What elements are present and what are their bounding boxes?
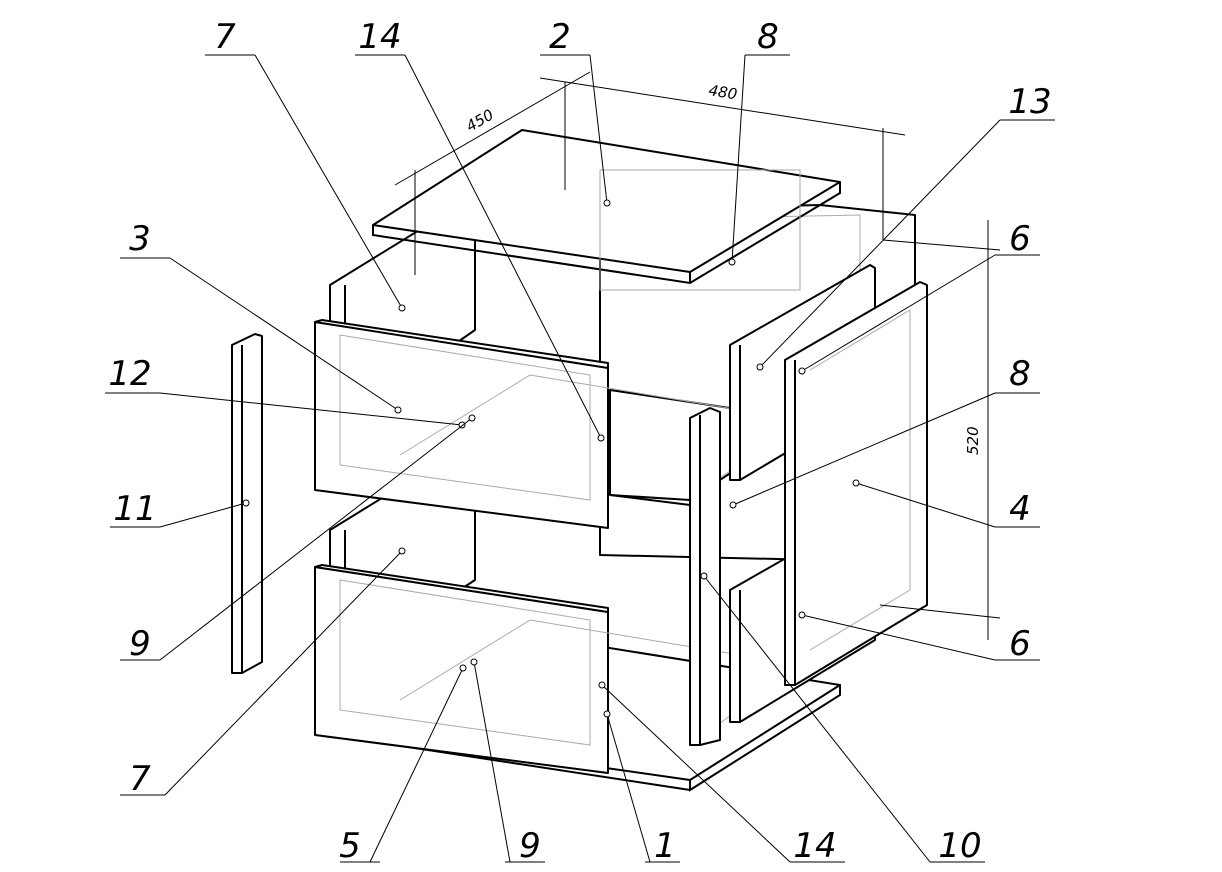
callout-point [756, 363, 764, 371]
callout-point [470, 658, 478, 666]
callout-13: 13 [756, 82, 1055, 371]
callout-label: 13 [1008, 82, 1051, 122]
callout-label: 14 [358, 17, 401, 57]
callout-label: 10 [938, 826, 981, 866]
callout-leader [801, 614, 996, 661]
callout-leader [855, 482, 996, 528]
callout-point [398, 547, 406, 555]
callout-label: 6 [1009, 624, 1031, 664]
callout-leader [159, 392, 463, 426]
callout-label: 12 [108, 354, 151, 394]
callout-4: 4 [852, 479, 1040, 529]
callout-leader [159, 417, 473, 661]
callout-2: 2 [540, 17, 611, 207]
callout-point [729, 501, 737, 509]
callout-label: 7 [129, 759, 151, 799]
callout-point [798, 367, 806, 375]
callout-leader [606, 713, 651, 863]
callout-label: 2 [549, 17, 571, 57]
callout-point [398, 304, 406, 312]
callout-9: 9 [470, 658, 545, 866]
callout-point [459, 664, 467, 672]
callout-label: 11 [113, 489, 156, 529]
callout-point [852, 479, 860, 487]
callout-label: 1 [654, 826, 676, 866]
callout-14: 14 [355, 17, 605, 442]
callout-leader [731, 54, 746, 263]
dimension-depth: 450 [463, 106, 497, 136]
callout-label: 9 [129, 624, 151, 664]
callout-7: 7 [205, 17, 406, 312]
callout-10: 10 [700, 572, 985, 866]
callout-point [700, 572, 708, 580]
callout-leader [589, 54, 608, 204]
callout-point [603, 710, 611, 718]
callout-leader [801, 254, 996, 372]
callout-leader [703, 575, 931, 863]
callout-label: 14 [793, 826, 836, 866]
callout-label: 3 [129, 219, 151, 259]
callout-point [728, 258, 736, 266]
callout-leader [601, 684, 791, 863]
callout-label: 4 [1009, 489, 1031, 529]
callout-label: 5 [339, 826, 361, 866]
callout-point [598, 681, 606, 689]
callout-leader [169, 257, 399, 411]
callout-label: 6 [1009, 219, 1031, 259]
callout-9: 9 [120, 414, 476, 664]
callout-12: 12 [105, 354, 466, 429]
callout-1: 1 [603, 710, 680, 866]
callout-5: 5 [339, 664, 467, 866]
dimension-height: 520 [964, 426, 982, 455]
callout-leader [369, 667, 464, 863]
parts [231, 129, 928, 792]
callout-label: 9 [519, 826, 541, 866]
callout-leader [759, 119, 1001, 368]
dimension-width: 480 [707, 81, 738, 103]
callout-3: 3 [120, 219, 402, 414]
callout-leader [473, 661, 511, 863]
callout-11: 11 [110, 489, 250, 529]
callout-6: 6 [798, 219, 1040, 375]
callout-label: 8 [1009, 354, 1031, 394]
callout-point [798, 611, 806, 619]
callout-label: 8 [757, 17, 779, 57]
callout-6: 6 [798, 611, 1040, 664]
callout-point [468, 414, 476, 422]
callout-leader [254, 54, 403, 309]
callout-point [603, 199, 611, 207]
callout-point [242, 499, 250, 507]
callout-7: 7 [120, 547, 406, 799]
callout-8: 8 [728, 17, 790, 266]
callout-leader [404, 54, 602, 439]
callout-point [597, 434, 605, 442]
callout-leader [159, 502, 247, 528]
callout-leader [164, 550, 403, 796]
callout-label: 7 [214, 17, 236, 57]
callout-14: 14 [598, 681, 845, 866]
callout-leader [732, 392, 996, 506]
callout-point [394, 406, 402, 414]
callout-8: 8 [729, 354, 1040, 509]
